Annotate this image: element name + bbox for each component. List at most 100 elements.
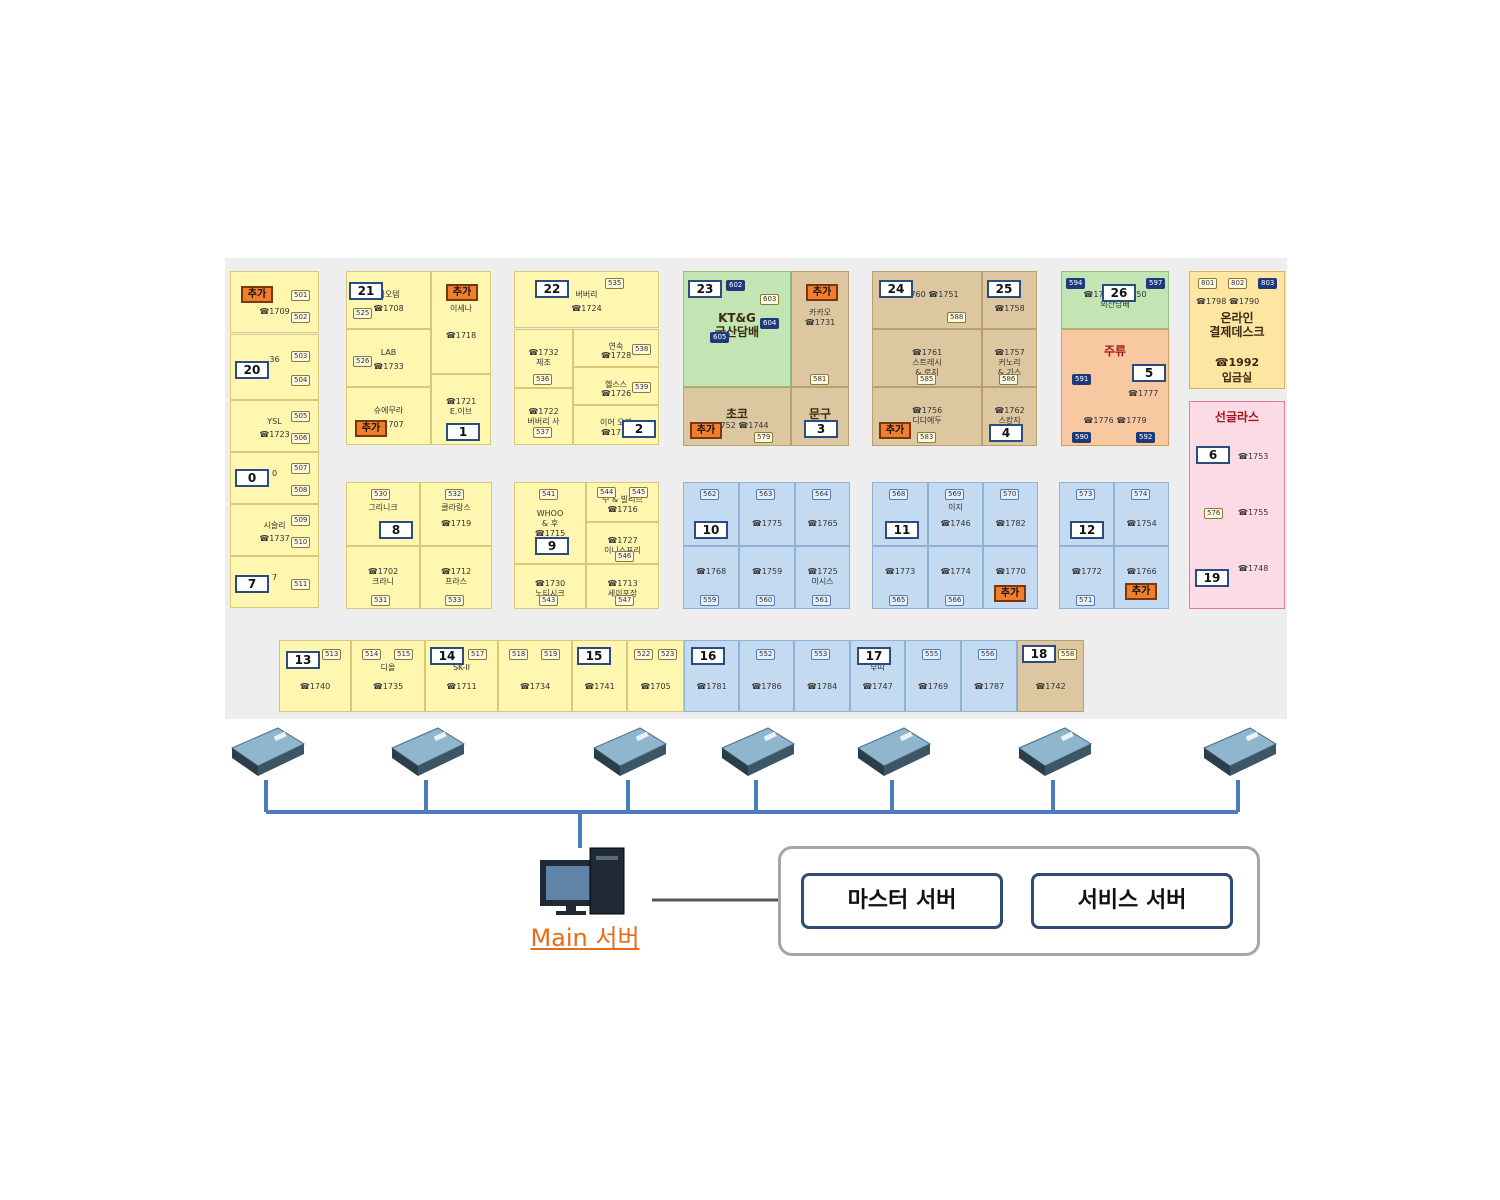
location-code: 535: [605, 278, 625, 289]
add-tag: 추가: [806, 284, 838, 301]
store-name: 선글라스: [1214, 410, 1260, 424]
store-phone: ☎1734: [519, 681, 551, 691]
reader-zone-badge: 8: [379, 521, 413, 539]
location-code: 504: [291, 375, 311, 386]
reader-zone-badge: 26: [1102, 284, 1136, 302]
reader-zone-badge: 7: [235, 575, 269, 593]
store-phone: ☎1747: [862, 681, 893, 691]
location-code: 603: [760, 294, 780, 305]
reader-zone-badge: 16: [691, 647, 725, 665]
location-code: 508: [291, 485, 311, 496]
reader-zone-badge: 23: [688, 280, 722, 298]
store-phone: ☎1714: [600, 428, 632, 438]
store-name: ☎1757 커노리 & 기스: [994, 347, 1025, 377]
add-tag: 추가: [879, 422, 911, 439]
main-server-label: Main 서버: [530, 924, 640, 952]
reader-zone-badge: 2: [622, 420, 656, 438]
store-name: 이세나: [449, 304, 473, 314]
location-code: 571: [1076, 595, 1096, 606]
store-name: ☎1713 세이포장: [607, 578, 638, 598]
add-tag: 추가: [241, 286, 273, 303]
location-code: 503: [291, 351, 311, 362]
location-code: 547: [615, 595, 635, 606]
store-name: 36: [269, 355, 280, 365]
location-code: 537: [533, 427, 553, 438]
reader-zone-badge: 3: [804, 420, 838, 438]
store-name: 수 & 빌리브: [602, 495, 643, 505]
location-code: 539: [632, 382, 652, 393]
store-name: ☎1721 E.이브: [445, 397, 477, 417]
store-phone: ☎1754: [1126, 518, 1157, 528]
reader-zone-badge: 11: [885, 521, 919, 539]
store-name: 카카오 ☎1731: [804, 308, 836, 328]
store-name: ☎1756 디디에두: [911, 406, 943, 426]
reader-zone-badge: 22: [535, 280, 569, 298]
location-code: 566: [945, 595, 965, 606]
store-phone: ☎1753: [1238, 452, 1269, 461]
store-phone: ☎1786: [751, 681, 782, 691]
location-code: 538: [632, 344, 652, 355]
store-name: ☎1722 버버리 사: [527, 406, 560, 426]
reader-zone-badge: 21: [349, 282, 383, 300]
store-phone: ☎1777: [1128, 389, 1159, 398]
location-code: 517: [468, 649, 488, 660]
store-name: ☎1732 제조: [528, 348, 559, 368]
reader-zone-badge: 1: [446, 423, 480, 441]
service-server-box: 서비스 서버: [1031, 873, 1233, 929]
reader-zone-badge: 12: [1070, 521, 1104, 539]
store-phone: ☎1711: [446, 681, 477, 691]
location-code: 568: [889, 489, 909, 500]
location-code: 509: [291, 515, 311, 526]
location-code: 602: [726, 280, 746, 291]
location-code: 513: [322, 649, 342, 660]
location-code: 546: [615, 551, 635, 562]
store-name: 연속: [608, 341, 624, 351]
location-code: 604: [760, 318, 780, 329]
reader-zone-badge: 0: [235, 469, 269, 487]
reader-zone-badge: 24: [879, 280, 913, 298]
store-name: ☎1730 노티시크: [534, 578, 566, 598]
store-phone: ☎1755: [1238, 508, 1269, 517]
location-code: 515: [394, 649, 414, 660]
store-name: ☎1772: [1071, 566, 1102, 576]
store-name: ☎1761 스트레시 & 로지: [911, 347, 943, 377]
store-name: 0: [271, 469, 278, 478]
store-phone: ☎1707: [373, 420, 404, 430]
store-name: 온라인 결제데스크: [1209, 311, 1265, 340]
location-code: 597: [1146, 278, 1166, 289]
store-name: 그리니크: [368, 502, 398, 512]
store-phone: ☎1748: [1238, 564, 1269, 573]
location-code: 507: [291, 463, 311, 474]
location-code: 519: [541, 649, 561, 660]
location-code: 532: [445, 489, 465, 500]
add-tag: 추가: [355, 420, 387, 437]
store-phone: ☎1723: [259, 430, 290, 439]
location-code: 802: [1228, 278, 1248, 289]
location-code: 502: [291, 312, 311, 323]
location-code: 562: [700, 489, 720, 500]
location-code: 570: [1000, 489, 1020, 500]
location-code: 591: [1072, 374, 1092, 385]
store-phone: ☎1781: [696, 681, 727, 691]
